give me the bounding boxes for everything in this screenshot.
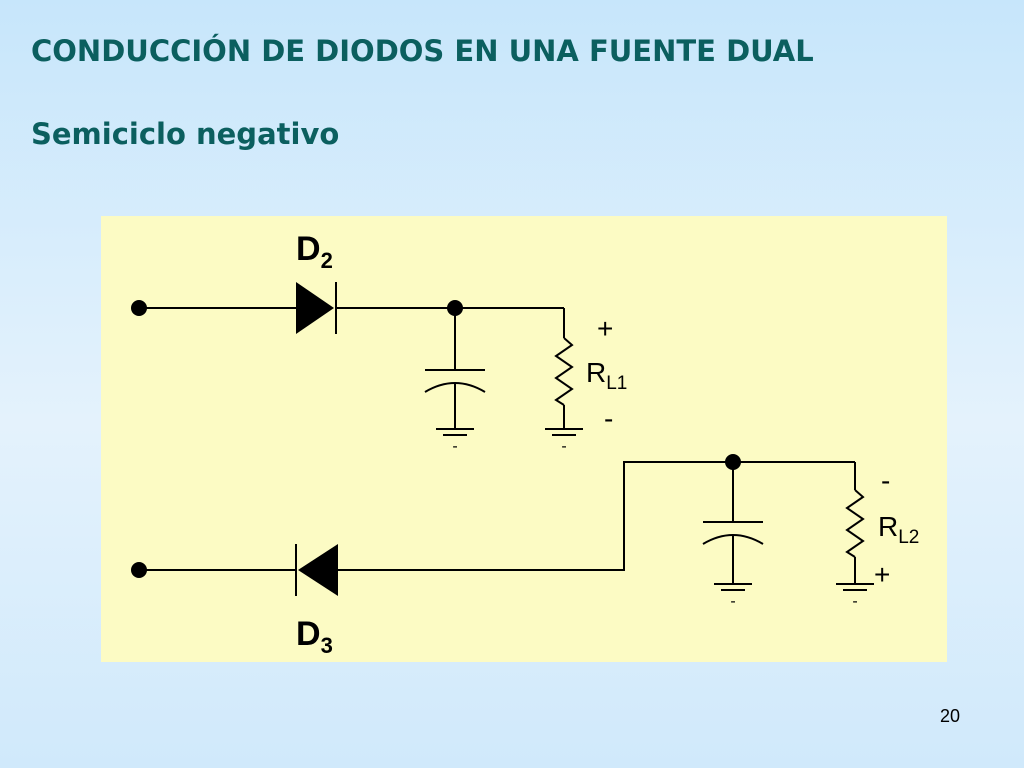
page-number: 20	[939, 706, 961, 726]
rl1-resistor	[554, 337, 574, 406]
rl2-polarity-bottom: +	[874, 559, 890, 590]
label-d2: D2	[296, 230, 333, 273]
bottom-input-terminal	[131, 562, 147, 578]
rl2-resistor	[845, 489, 865, 558]
bottom-node	[725, 454, 741, 470]
ground-mark-rl2: -	[852, 593, 857, 610]
top-branch	[139, 307, 574, 429]
top-grounds	[436, 428, 583, 436]
ground-mark-c2: -	[730, 593, 735, 610]
diode-d2-icon	[296, 282, 334, 334]
label-d3: D3	[296, 615, 333, 658]
diode-d3-icon	[298, 544, 338, 596]
rl1-polarity-top: +	[597, 313, 613, 344]
label-rl1: RL1	[586, 357, 627, 394]
slide-subtitle: Semiciclo negativo	[31, 117, 340, 151]
label-rl2: RL2	[878, 511, 919, 548]
slide-title: CONDUCCIÓN DE DIODOS EN UNA FUENTE DUAL	[31, 34, 814, 68]
top-input-terminal	[131, 300, 147, 316]
bottom-grounds	[714, 583, 874, 591]
circuit-panel	[101, 216, 947, 662]
ground-mark-rl1: -	[561, 438, 566, 455]
rl2-polarity-top: -	[881, 465, 890, 496]
rl1-polarity-bottom: -	[604, 403, 613, 434]
top-node	[447, 300, 463, 316]
ground-mark-c1: -	[452, 438, 457, 455]
